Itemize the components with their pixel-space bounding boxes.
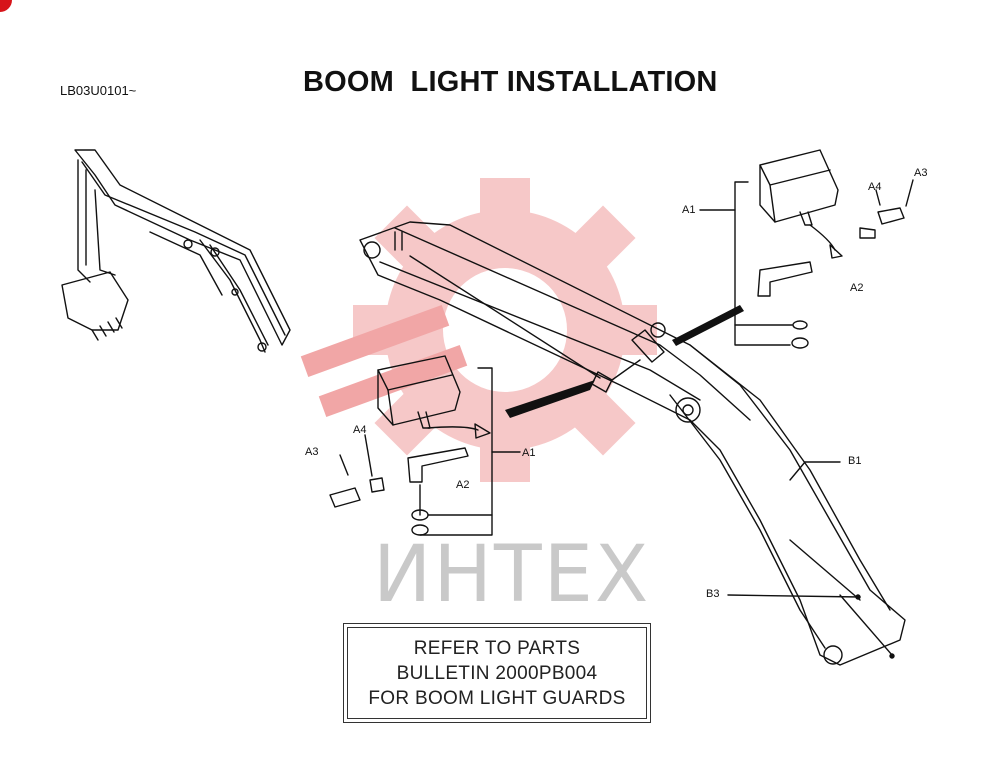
callout-b1: B1 bbox=[848, 455, 862, 467]
callout-a4-lower: A4 bbox=[353, 424, 367, 436]
note-line-1: REFER TO PARTS bbox=[413, 637, 581, 659]
callout-a3-upper: A3 bbox=[914, 167, 928, 179]
callout-a2-lower: A2 bbox=[456, 479, 470, 491]
callout-a2-upper: A2 bbox=[850, 282, 864, 294]
page-title: BOOM LIGHT INSTALLATION bbox=[303, 66, 718, 98]
parts-bulletin-note: REFER TO PARTS BULLETIN 2000PB004 FOR BO… bbox=[343, 623, 651, 723]
callout-a1-lower: A1 bbox=[522, 447, 536, 459]
note-line-3: FOR BOOM LIGHT GUARDS bbox=[368, 687, 626, 709]
callout-a3-lower: A3 bbox=[305, 446, 319, 458]
note-line-2: BULLETIN 2000PB004 bbox=[396, 662, 598, 684]
callout-a1-upper: A1 bbox=[682, 204, 696, 216]
callout-a4-upper: A4 bbox=[868, 181, 882, 193]
callout-b3: B3 bbox=[706, 588, 720, 600]
backhoe-overview-illustration bbox=[61, 149, 291, 353]
drawing-code: LB03U0101~ bbox=[60, 83, 137, 98]
upper-lamp-assembly bbox=[699, 149, 914, 349]
note-inner-frame: REFER TO PARTS BULLETIN 2000PB004 FOR BO… bbox=[347, 627, 647, 719]
lower-lamp-assembly bbox=[329, 355, 521, 536]
boom-arm bbox=[359, 221, 906, 666]
watermark-text: ИНТЕХ bbox=[373, 530, 651, 620]
